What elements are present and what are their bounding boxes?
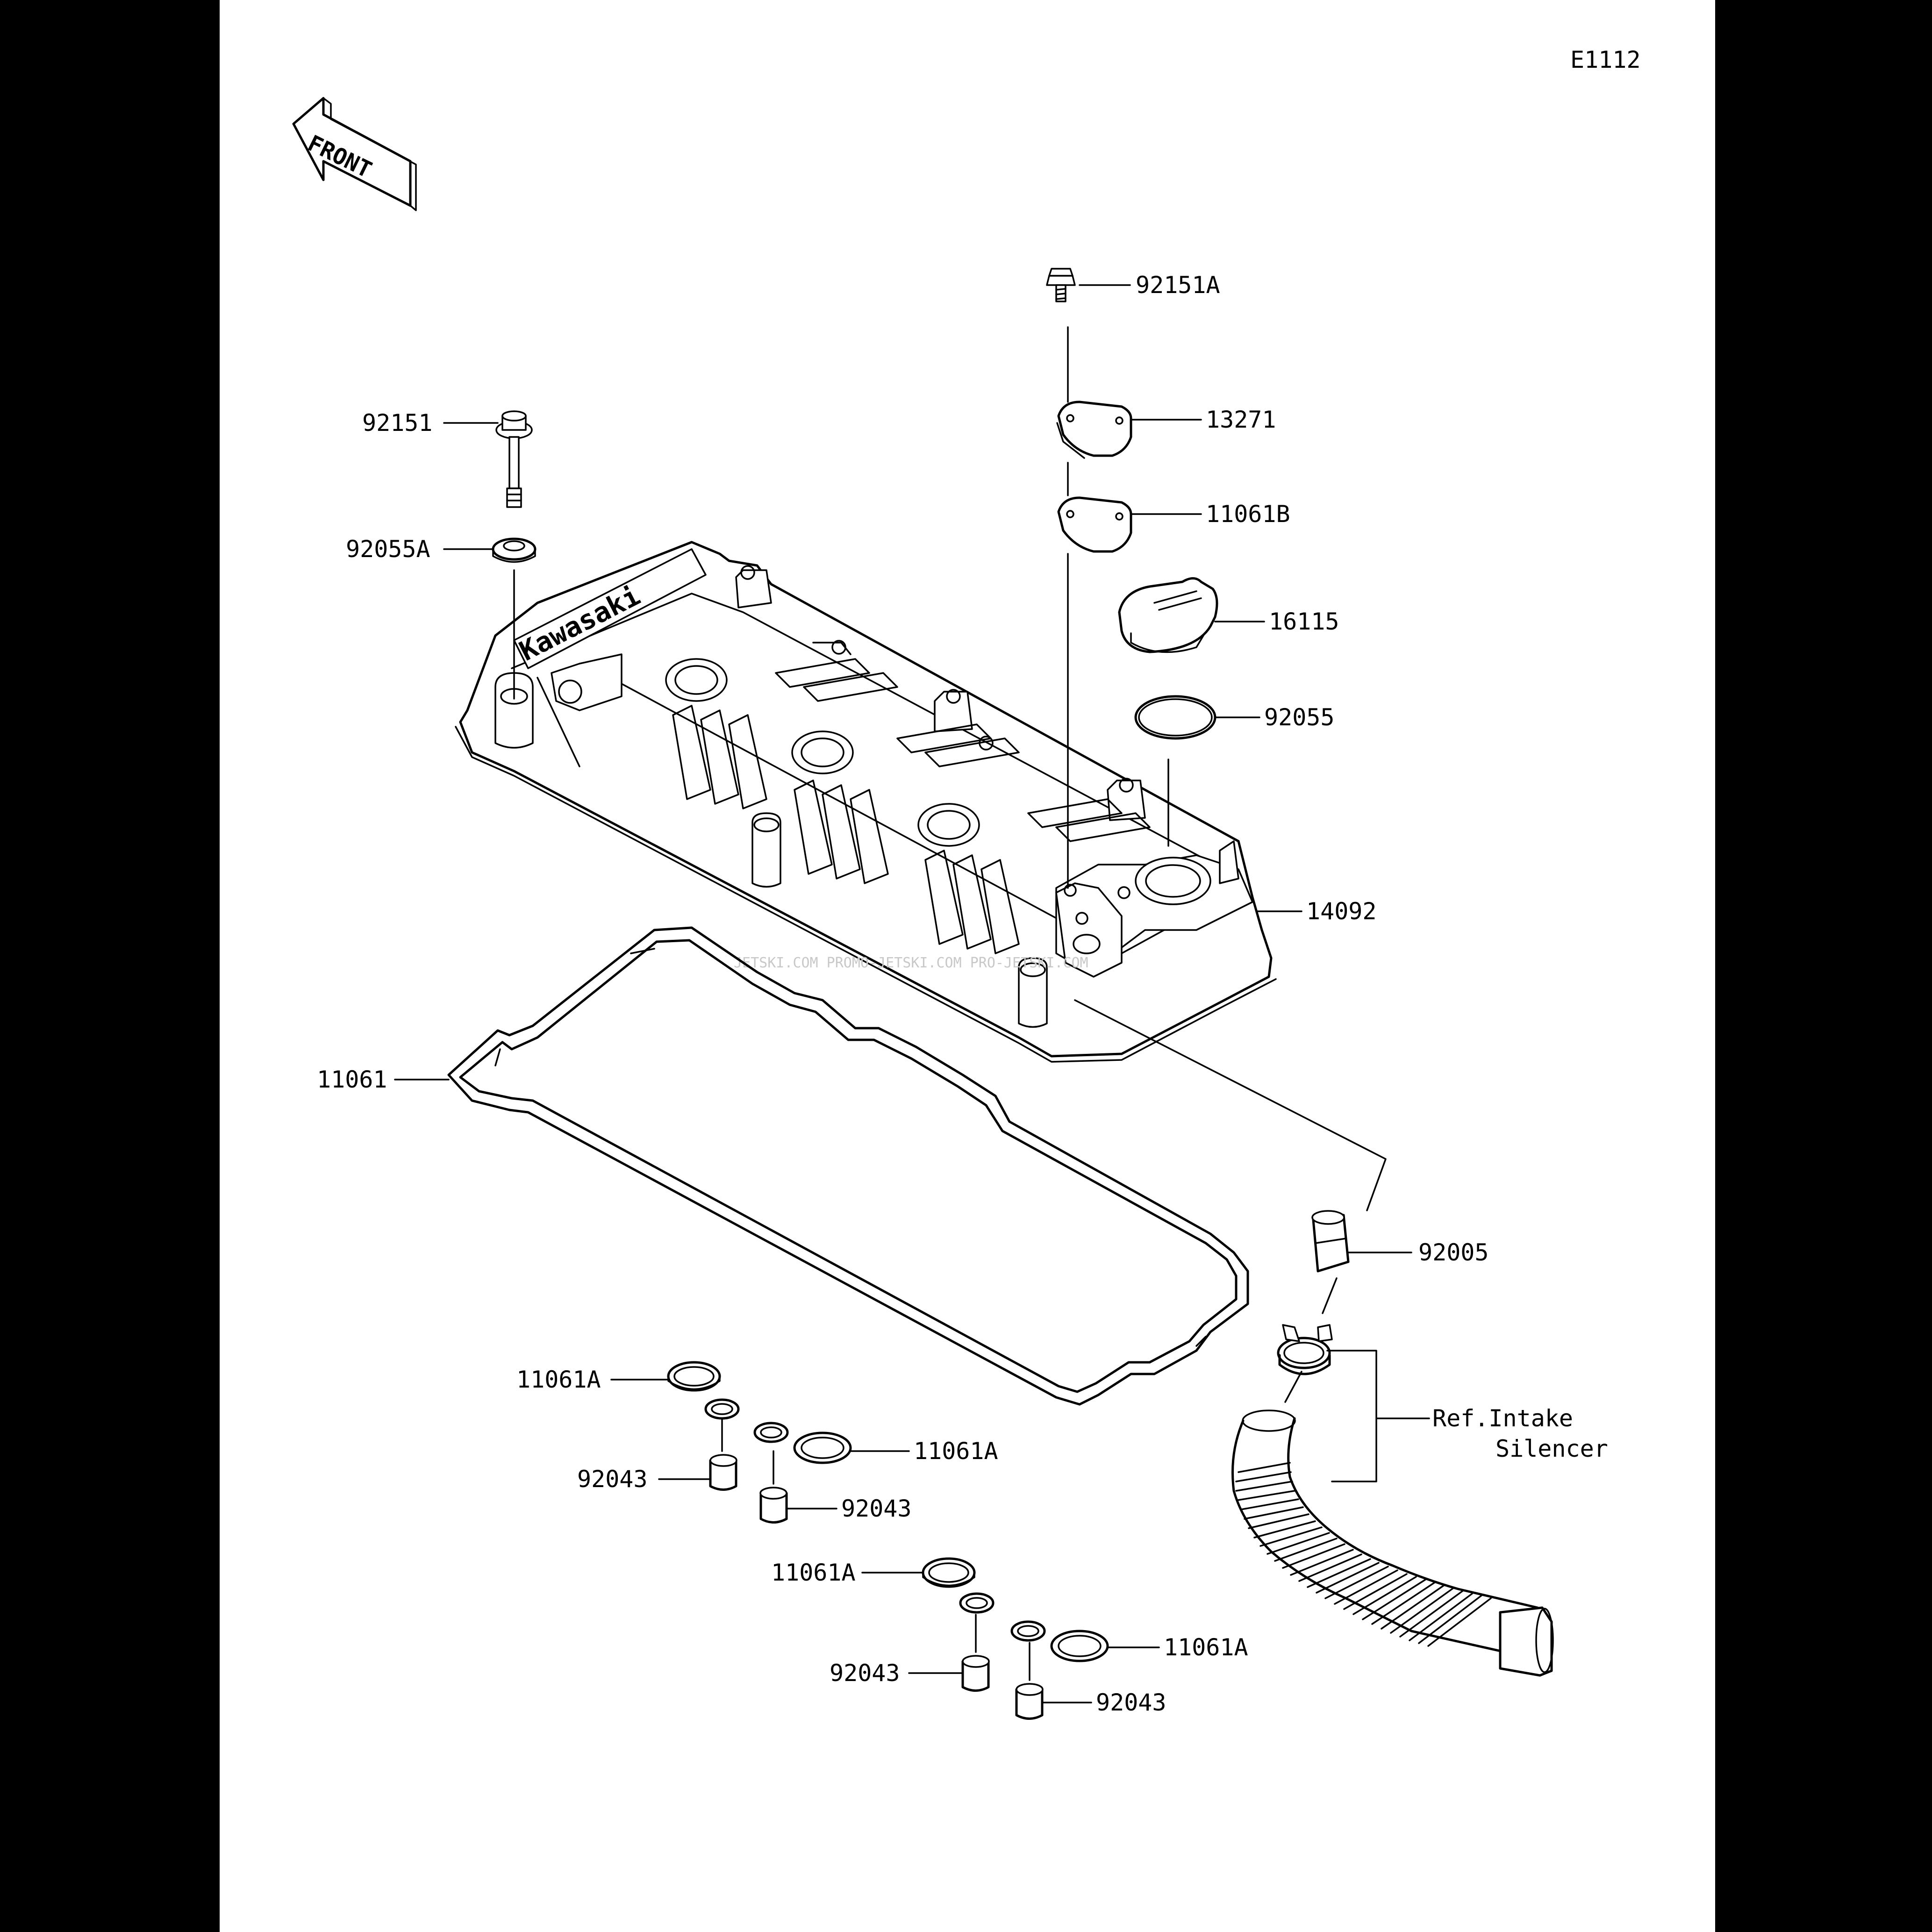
label-13271: 13271 (1206, 406, 1276, 433)
collar-92043-2 (759, 1487, 788, 1524)
seal-11061A-1 (667, 1361, 740, 1420)
ref-bracket (1326, 1350, 1430, 1482)
collar-92043-4 (1015, 1683, 1044, 1720)
label-92055A: 92055A (346, 536, 430, 563)
label-92151A: 92151A (1136, 272, 1220, 299)
label-11061: 11061 (317, 1066, 387, 1093)
leader-hose (1284, 1371, 1302, 1403)
gasket-11061B (1057, 496, 1132, 553)
diagram-code: E1112 (1570, 46, 1641, 73)
label-92043-3: 92043 (830, 1660, 900, 1687)
label-11061A-1: 11061A (516, 1366, 601, 1393)
label-11061A-2: 11061A (914, 1438, 998, 1465)
label-11061A-4: 11061A (1164, 1634, 1248, 1661)
collar-92043-1 (709, 1454, 737, 1491)
leader-clamp (1322, 1277, 1338, 1314)
watermark-text: JETSKI.COM PROMO-JETSKI.COM PRO-JETSKI.C… (734, 955, 1088, 971)
callout-leaders (394, 284, 1412, 1703)
ref-note-line2: Silencer (1496, 1435, 1608, 1462)
collar-92043-3 (961, 1655, 990, 1692)
head-cover-gasket (447, 926, 1249, 1406)
front-arrow-icon: FRONT (292, 97, 417, 211)
cover-plate-13271 (1056, 401, 1132, 459)
hose-clamp (1277, 1324, 1333, 1375)
breather-hose (1231, 1410, 1554, 1677)
label-92043-1: 92043 (577, 1466, 648, 1493)
label-92043-4: 92043 (1096, 1689, 1166, 1716)
seal-11061A-3 (922, 1557, 995, 1614)
seal-11061A-4 (1010, 1620, 1109, 1662)
label-16115: 16115 (1269, 608, 1339, 635)
label-92005: 92005 (1418, 1239, 1489, 1266)
cylinder-head-cover: Kawasaki (455, 541, 1277, 1063)
label-11061A-3: 11061A (771, 1559, 856, 1586)
grommet-92055A (492, 537, 537, 563)
label-92043-2: 92043 (841, 1495, 912, 1522)
label-92151: 92151 (362, 409, 433, 436)
label-11061B: 11061B (1206, 501, 1290, 528)
label-14092: 14092 (1306, 898, 1377, 925)
bolt-92151 (495, 410, 533, 508)
seal-11061A-2 (753, 1422, 852, 1464)
o-ring-92055 (1134, 695, 1216, 740)
ref-note-line1: Ref.Intake (1432, 1405, 1573, 1432)
fitting-92005 (1311, 1210, 1350, 1273)
leader-92005 (1074, 999, 1387, 1211)
label-92055: 92055 (1264, 704, 1335, 731)
oil-filler-cap (1118, 577, 1218, 653)
bolt-92151A (1046, 268, 1076, 302)
